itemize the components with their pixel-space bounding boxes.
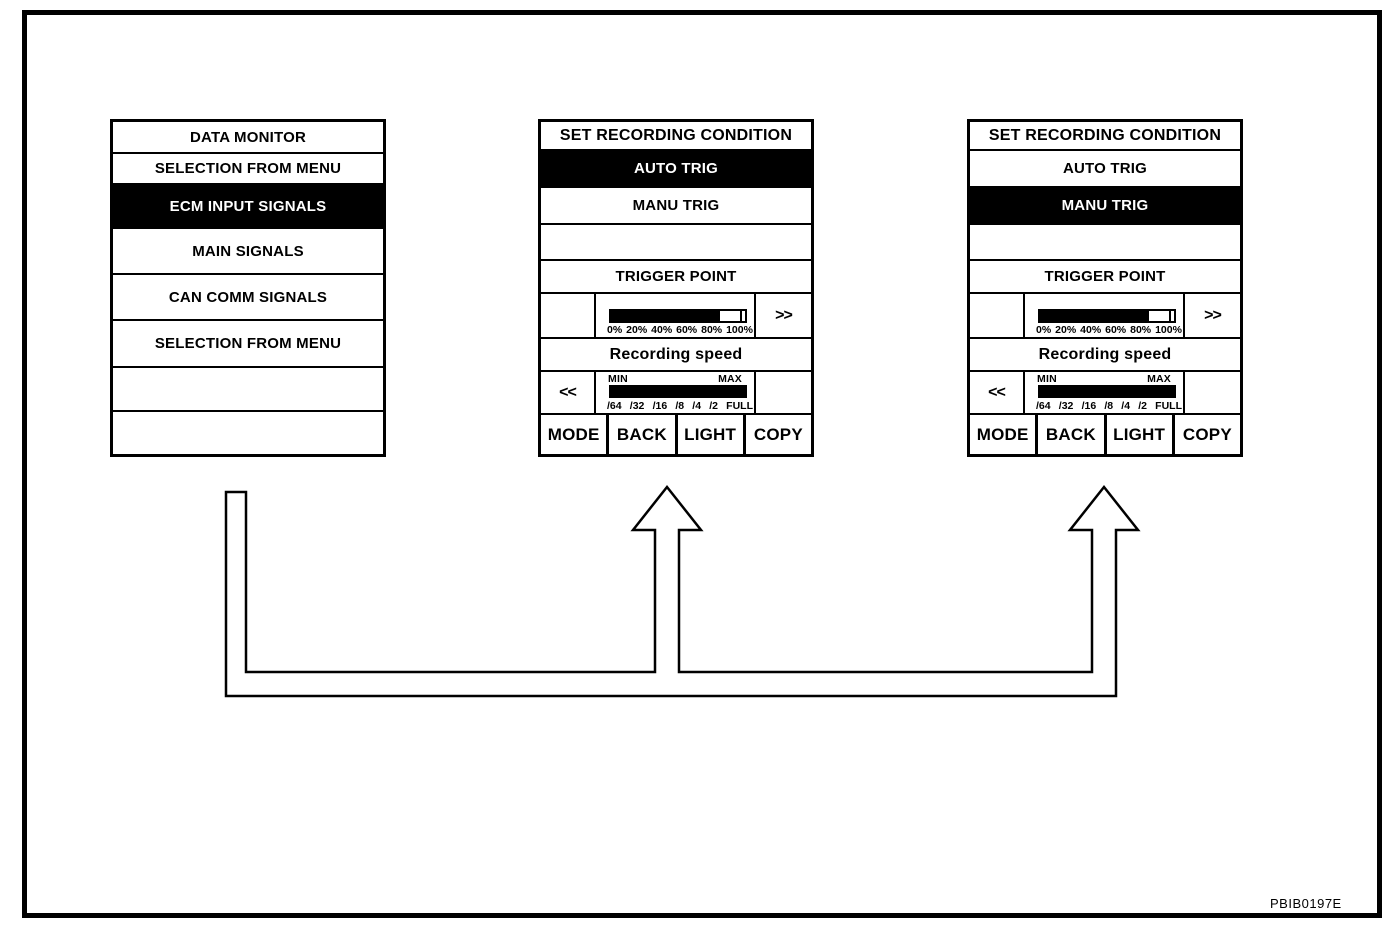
forward-button: >> (775, 306, 793, 324)
scale-label: /32 (629, 400, 645, 412)
scale-label: FULL (1155, 400, 1182, 412)
recording-speed-label: Recording speed (541, 339, 811, 372)
speed-gauge: MIN MAX /64 /32 /16 /8 /4 /2 FULL (596, 372, 756, 413)
trigger-scale: 0% 20% 40% 60% 80% 100% (1036, 324, 1182, 336)
scale-label: 40% (1080, 324, 1102, 336)
figure-border: DATA MONITOR SELECTION FROM MENU ECM INP… (22, 10, 1382, 918)
recording-speed-row: << MIN MAX /64 /32 /16 /8 /4 /2 FULL (970, 372, 1240, 415)
menu-item-blank-1 (113, 368, 383, 412)
trigger-gauge: 0% 20% 40% 60% 80% 100% (596, 294, 756, 337)
scale-label: /32 (1058, 400, 1074, 412)
back-button: << (970, 372, 1025, 413)
menu-item-can-comm-signals: CAN COMM SIGNALS (113, 275, 383, 321)
recording-speed-label: Recording speed (970, 339, 1240, 372)
trigger-point-label: TRIGGER POINT (970, 261, 1240, 294)
speed-empty-cell (756, 372, 811, 413)
blank-row (541, 225, 811, 261)
min-label: MIN (608, 373, 628, 385)
data-monitor-screen: DATA MONITOR SELECTION FROM MENU ECM INP… (110, 119, 386, 457)
menu-item-ecm-input-signals-selected: ECM INPUT SIGNALS (113, 185, 383, 229)
back-key-button: BACK (1038, 415, 1107, 454)
scale-label: FULL (726, 400, 753, 412)
scale-label: /64 (607, 400, 622, 412)
scale-label: /64 (1036, 400, 1051, 412)
blank-row (970, 225, 1240, 261)
max-label: MAX (1147, 373, 1171, 385)
speed-scale: /64 /32 /16 /8 /4 /2 FULL (607, 400, 753, 412)
trigger-empty-cell (541, 294, 596, 337)
scale-label: 20% (626, 324, 648, 336)
min-label: MIN (1037, 373, 1057, 385)
light-button: LIGHT (1107, 415, 1175, 454)
speed-gauge: MIN MAX /64 /32 /16 /8 /4 /2 FULL (1025, 372, 1185, 413)
speed-bar (609, 385, 747, 398)
auto-trig-option-selected: AUTO TRIG (541, 151, 811, 188)
copy-button: COPY (1182, 424, 1232, 444)
set-recording-condition-screen-auto: SET RECORDING CONDITION AUTO TRIG MANU T… (538, 119, 814, 457)
set-recording-condition-screen-manu: SET RECORDING CONDITION AUTO TRIG MANU T… (967, 119, 1243, 457)
speed-bar (1038, 385, 1176, 398)
trigger-bar (609, 309, 747, 323)
speed-minmax-labels: MIN MAX (1037, 373, 1171, 385)
forward-button: >> (1204, 306, 1222, 324)
menu-item-main-signals: MAIN SIGNALS (113, 229, 383, 275)
trigger-bar-fill (611, 311, 720, 321)
trigger-point-row: 0% 20% 40% 60% 80% 100% >> (970, 294, 1240, 339)
trigger-gauge: 0% 20% 40% 60% 80% 100% (1025, 294, 1185, 337)
scale-label: /16 (652, 400, 668, 412)
scale-label: /2 (1138, 400, 1147, 412)
scale-label: 40% (651, 324, 673, 336)
scale-label: /2 (709, 400, 718, 412)
scale-label: 80% (1130, 324, 1152, 336)
function-key-row: MODE BACK LIGHT COPY (541, 415, 811, 454)
scale-label: 0% (1036, 324, 1052, 336)
recording-speed-row: << MIN MAX /64 /32 /16 /8 /4 /2 FULL (541, 372, 811, 415)
data-monitor-title: DATA MONITOR (113, 122, 383, 154)
scale-label: /4 (1121, 400, 1131, 412)
trigger-bar-fill (1040, 311, 1149, 321)
trigger-empty-cell (970, 294, 1025, 337)
scale-label: /16 (1081, 400, 1097, 412)
scale-label: 60% (676, 324, 698, 336)
trigger-point-row: 0% 20% 40% 60% 80% 100% >> (541, 294, 811, 339)
speed-empty-cell (1185, 372, 1240, 413)
scale-label: 100% (1155, 324, 1182, 336)
scale-label: 100% (726, 324, 753, 336)
scale-label: /4 (692, 400, 702, 412)
trigger-scale: 0% 20% 40% 60% 80% 100% (607, 324, 753, 336)
back-button: << (541, 372, 596, 413)
mode-button: MODE (970, 415, 1039, 454)
trigger-point-label: TRIGGER POINT (541, 261, 811, 294)
auto-trig-option: AUTO TRIG (970, 151, 1240, 188)
menu-item-selection-from-menu-1: SELECTION FROM MENU (113, 154, 383, 185)
scale-label: 20% (1055, 324, 1077, 336)
screen-title: SET RECORDING CONDITION (970, 122, 1240, 151)
trigger-bar-tick (740, 311, 742, 321)
light-button: LIGHT (678, 415, 746, 454)
speed-minmax-labels: MIN MAX (608, 373, 742, 385)
scale-label: /8 (1104, 400, 1114, 412)
trigger-bar (1038, 309, 1176, 323)
scale-label: /8 (675, 400, 685, 412)
manu-trig-option: MANU TRIG (541, 188, 811, 225)
scale-label: 60% (1105, 324, 1127, 336)
figure-code: PBIB0197E (1270, 896, 1342, 911)
screen-title: SET RECORDING CONDITION (541, 122, 811, 151)
back-key-button: BACK (609, 415, 678, 454)
scale-label: 0% (607, 324, 623, 336)
speed-scale: /64 /32 /16 /8 /4 /2 FULL (1036, 400, 1182, 412)
menu-item-blank-2 (113, 412, 383, 454)
max-label: MAX (718, 373, 742, 385)
mode-button: MODE (541, 415, 610, 454)
trigger-bar-tick (1169, 311, 1171, 321)
menu-item-selection-from-menu-2: SELECTION FROM MENU (113, 321, 383, 368)
copy-button: COPY (753, 424, 803, 444)
function-key-row: MODE BACK LIGHT COPY (970, 415, 1240, 454)
manu-trig-option-selected: MANU TRIG (970, 188, 1240, 225)
scale-label: 80% (701, 324, 723, 336)
